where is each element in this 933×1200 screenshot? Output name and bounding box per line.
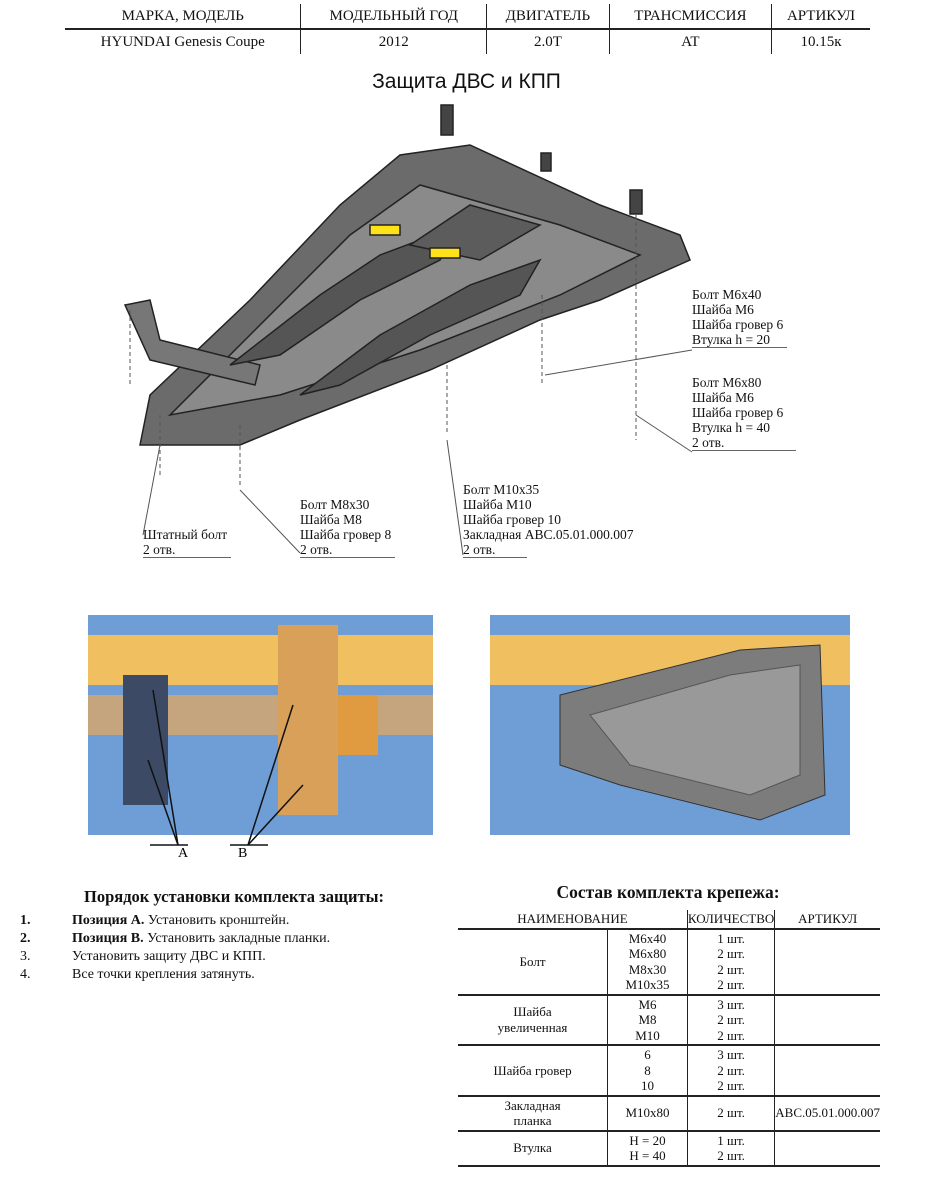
col-header: МАРКА, МОДЕЛЬ [65,4,301,30]
step-number: 1. [20,913,31,928]
col-header: ДВИГАТЕЛЬ [486,4,610,30]
item-size: М10х80 [607,1095,688,1132]
kit-title: Состав комплекта крепежа: [556,882,780,902]
col-header: КОЛИЧЕСТВО [686,910,775,930]
cell: AT [608,29,772,54]
step-text: Все точки крепления затянуть. [72,967,255,982]
item-qty: 1 шт.2 шт.2 шт.2 шт. [686,928,775,996]
col-header: МОДЕЛЬНЫЙ ГОД [300,4,487,30]
underbody-photo-installed [490,615,850,835]
step-number: 2. [20,931,31,946]
col-header: НАИМЕНОВАНИЕ [458,910,688,930]
underbody-photo-positions: А В [88,615,433,861]
position-a-label: А [178,846,189,861]
cell: 2.0T [486,29,610,54]
item-qty: 3 шт.2 шт.2 шт. [686,1045,775,1097]
cell: HYUNDAI Genesis Coupe [100,33,265,50]
col-header: АРТИКУЛ [771,4,870,30]
item-article [774,928,880,996]
steps-title: Порядок установки комплекта защиты: [84,887,384,906]
step-item: 3. Установить защиту ДВС и КПП. [20,948,384,966]
item-article: АВС.05.01.000.007 [774,1095,880,1132]
item-name: Шайба гровер [458,1045,608,1097]
col-header: ТРАНСМИССИЯ [608,4,772,30]
step-item: 2. Позиция В. Установить закладные планки… [20,930,384,948]
item-article [774,1130,880,1167]
step-text: Позиция В. Установить закладные планки. [72,931,331,946]
item-article [774,1045,880,1097]
step-text: Позиция А. Установить кронштейн. [72,913,290,928]
cell: 10.15к [771,29,870,54]
position-b-label: В [238,846,247,861]
step-text: Установить защиту ДВС и КПП. [72,949,266,964]
cell: 2012 [300,29,487,54]
col-header: АРТИКУЛ [774,910,880,930]
item-qty: 2 шт. [686,1095,775,1132]
step-item: 1. Позиция А. Установить кронштейн. [20,912,384,930]
skid-plate-drawing [123,104,693,556]
item-name: Втулка [458,1130,608,1167]
item-article [774,994,880,1046]
step-number: 4. [20,967,31,982]
step-number: 3. [20,949,31,964]
item-qty: 1 шт.2 шт. [686,1130,775,1167]
item-qty: 3 шт.2 шт.2 шт. [686,994,775,1046]
installation-steps: Порядок установки комплекта защиты: 1. По… [20,888,384,984]
item-name: Болт [458,928,608,996]
page-title: Защита ДВС и КПП [372,70,561,93]
step-item: 4. Все точки крепления затянуть. [20,966,384,984]
